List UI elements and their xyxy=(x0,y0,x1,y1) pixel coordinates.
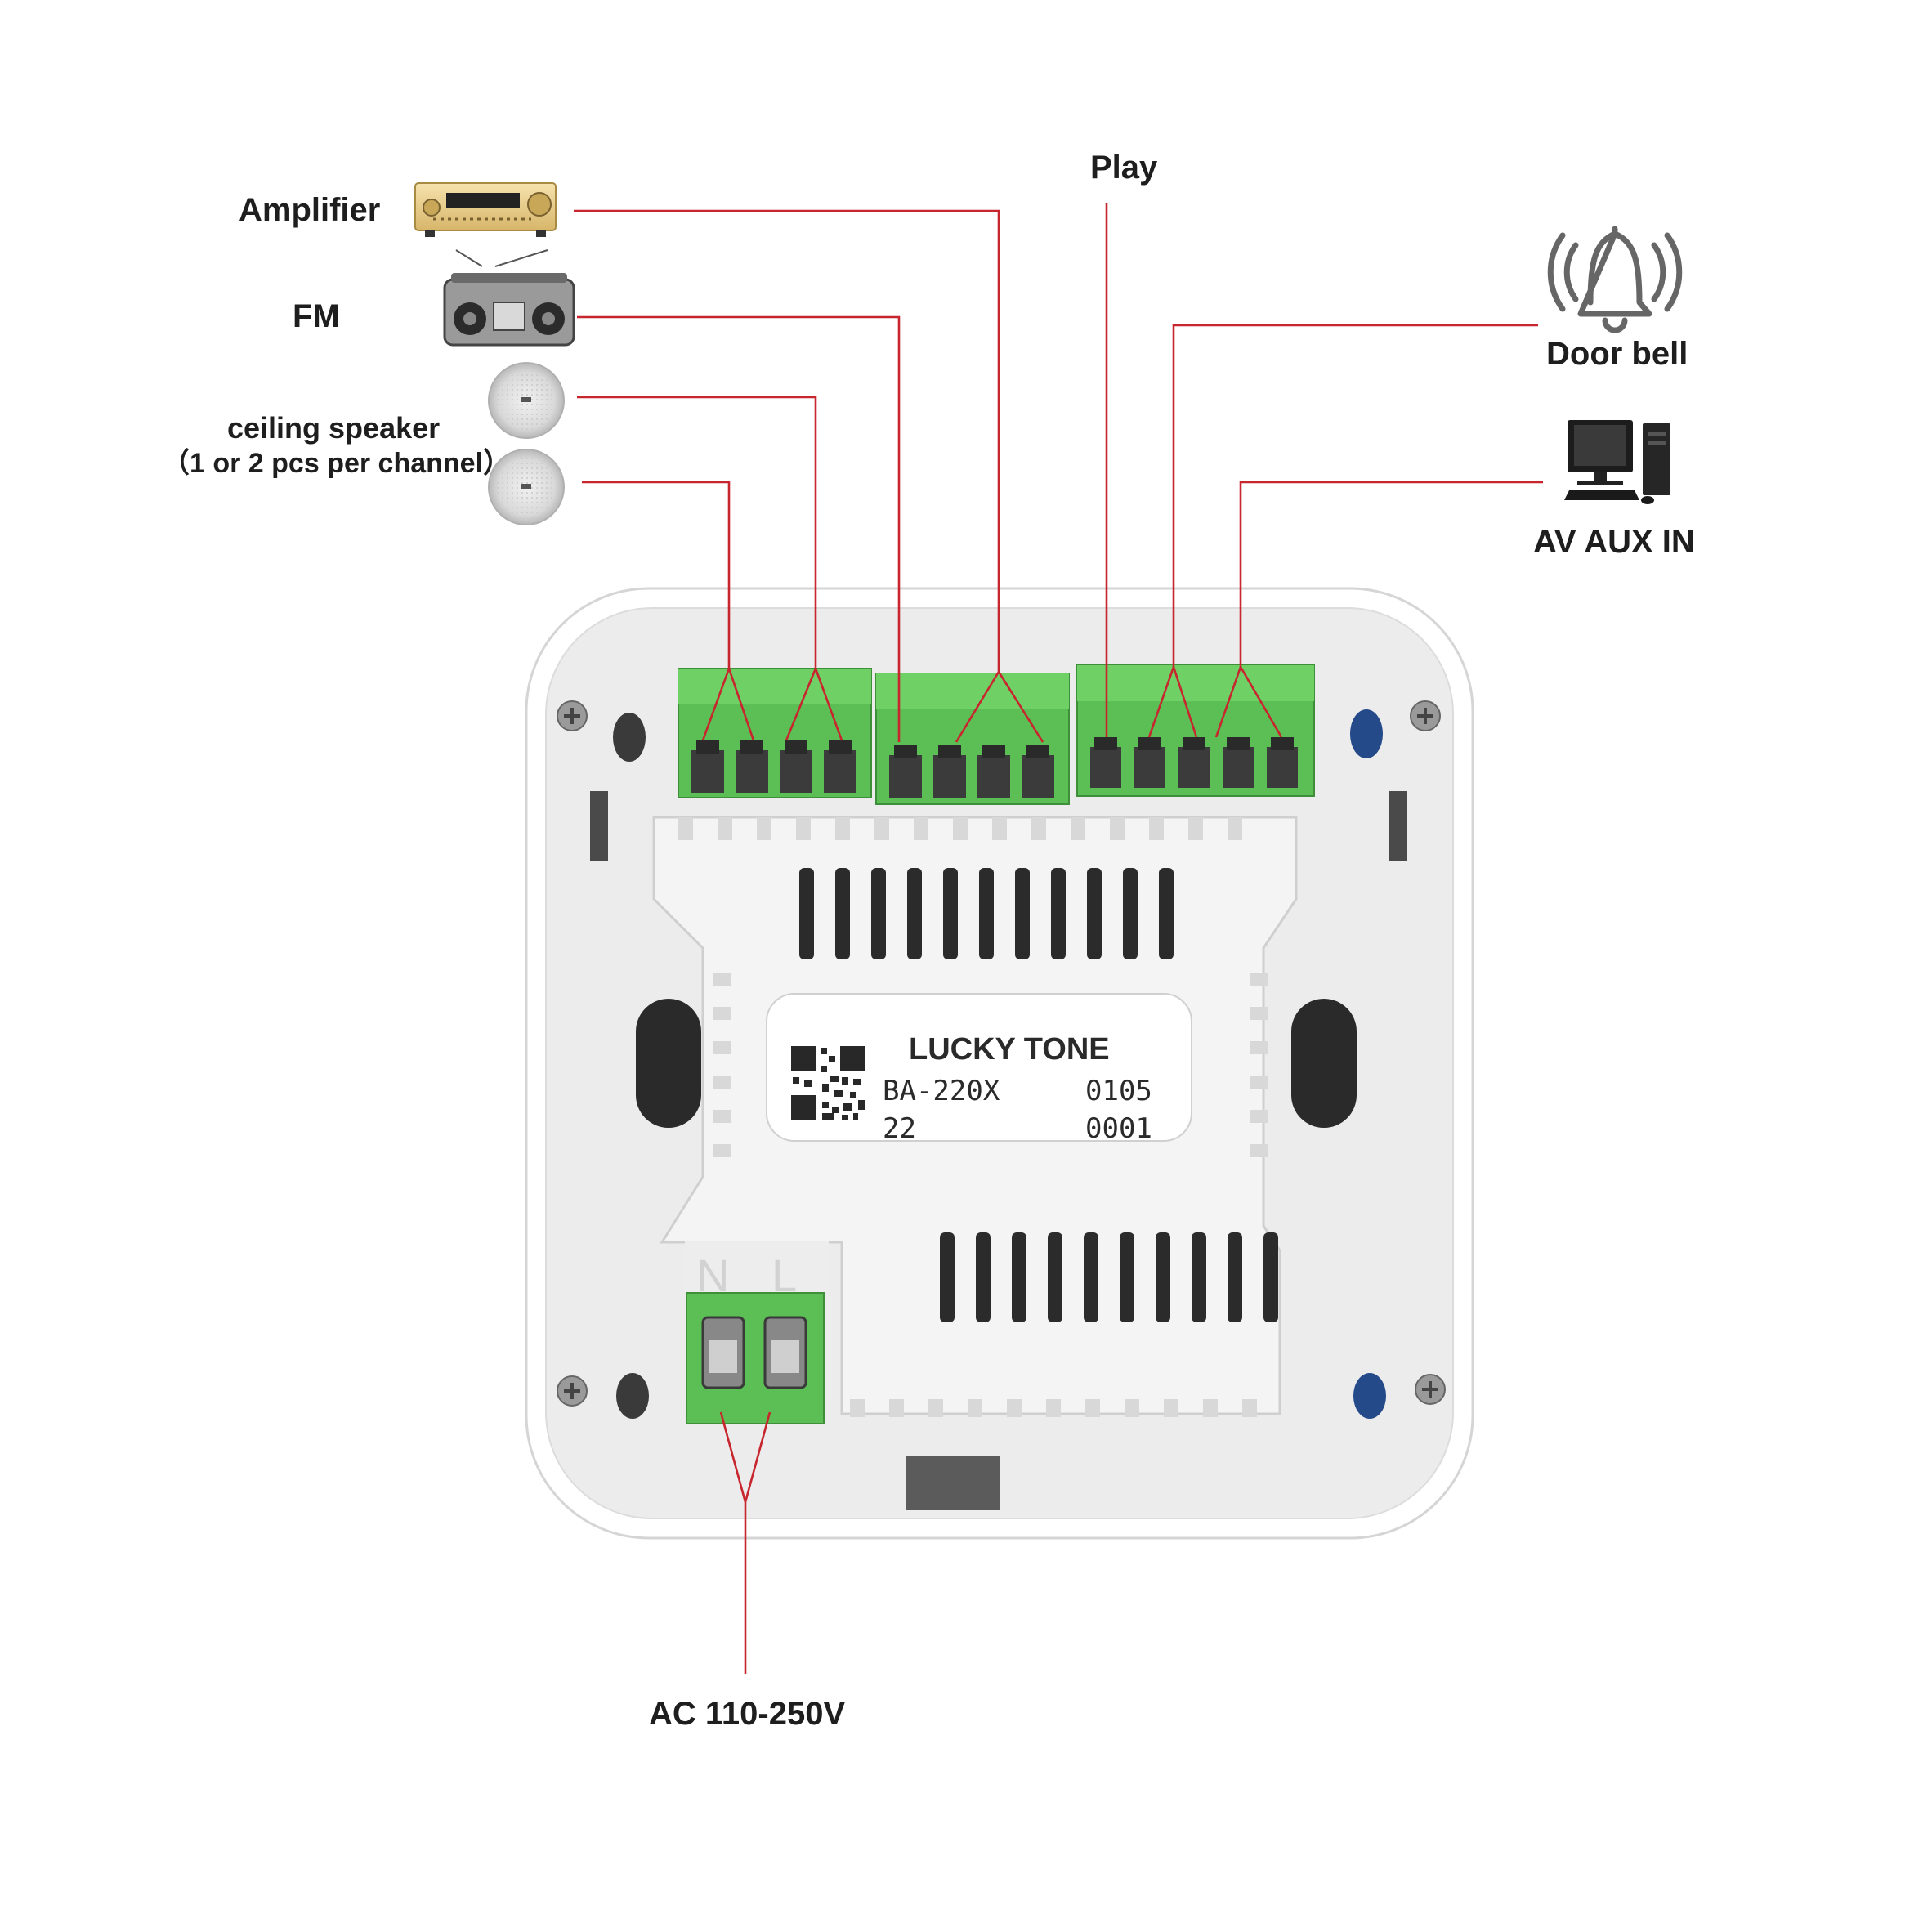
amplifier-label: Amplifier xyxy=(239,192,380,228)
qr-code-icon xyxy=(791,1046,865,1120)
door-bell-label: Door bell xyxy=(1546,336,1688,372)
play-label: Play xyxy=(1090,150,1158,186)
screw-top-left xyxy=(557,700,588,731)
terminal-block-control xyxy=(1076,664,1315,797)
boombox-radio-icon xyxy=(443,249,575,347)
code-b-text: 22 xyxy=(883,1112,916,1145)
ceiling-speaker-icon xyxy=(488,362,565,439)
ac-power-label: AC 110-250V xyxy=(649,1696,845,1732)
brand-text: LUCKY TONE xyxy=(909,1032,1110,1067)
wiring-lines xyxy=(574,203,1543,1674)
screw-top-right xyxy=(1410,700,1441,731)
model-text: BA-220X xyxy=(883,1075,1000,1107)
mounting-slot-left xyxy=(636,999,701,1128)
ceiling-speaker-note: （1 or 2 pcs per channel） xyxy=(162,447,511,479)
vent-teeth-top xyxy=(678,817,1242,840)
amplifier-icon xyxy=(414,182,557,237)
fm-label: FM xyxy=(293,298,340,334)
desktop-computer-icon xyxy=(1564,420,1670,504)
mounting-slot-right xyxy=(1291,999,1357,1128)
terminal-block-inputs xyxy=(875,673,1070,805)
code-a-text: 0105 xyxy=(1085,1075,1152,1107)
ceiling-speaker-icon xyxy=(488,449,565,525)
screw-bottom-left xyxy=(557,1375,588,1407)
device-label-tag: LUCKY TONE BA-220X 0105 22 0001 xyxy=(766,993,1192,1145)
door-bell-icon xyxy=(1547,226,1683,333)
power-terminal-block: N L xyxy=(685,1241,829,1424)
terminal-block-speakers xyxy=(678,668,872,798)
av-aux-in-label: AV AUX IN xyxy=(1533,524,1695,560)
ceiling-speaker-label: ceiling speaker xyxy=(227,411,440,445)
screw-bottom-right xyxy=(1415,1374,1446,1405)
vent-slots-lower xyxy=(940,1232,1278,1322)
code-c-text: 0001 xyxy=(1085,1112,1152,1145)
vent-slots-upper xyxy=(799,868,1174,959)
